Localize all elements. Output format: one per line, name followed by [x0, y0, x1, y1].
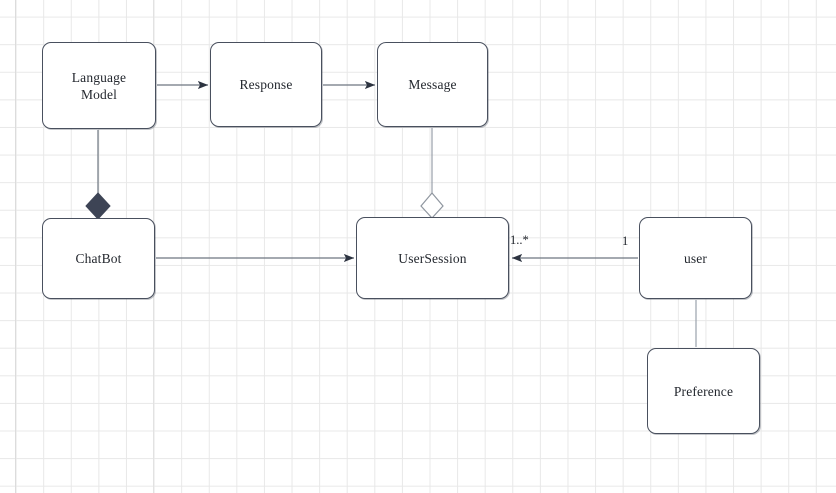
node-chatbot[interactable]: ChatBot — [42, 218, 155, 299]
edge-message-usersession — [420, 128, 444, 219]
node-label-chatbot: ChatBot — [75, 251, 122, 266]
node-user[interactable]: user — [639, 217, 752, 299]
node-message[interactable]: Message — [377, 42, 488, 127]
node-usersession[interactable]: UserSession — [356, 217, 509, 299]
node-label-preference: Preference — [673, 383, 734, 399]
node-label-user: user — [683, 250, 708, 266]
grid-line-vertical-accent — [15, 0, 16, 493]
edge-language-model-chatbot — [85, 130, 111, 220]
node-label-message: Message — [408, 77, 457, 92]
node-response[interactable]: Response — [210, 42, 322, 127]
node-preference[interactable]: Preference — [647, 348, 760, 434]
node-label-usersession: UserSession — [398, 250, 467, 266]
composition-diamond-icon — [85, 192, 111, 220]
node-label-language-model: Language Model — [71, 69, 127, 102]
multiplicity-label-user: 1 — [622, 234, 629, 248]
aggregation-diamond-icon — [420, 192, 444, 219]
node-language-model[interactable]: Language Model — [42, 42, 156, 129]
multiplicity-label-usersession: 1..* — [510, 233, 529, 247]
node-label-response: Response — [239, 77, 293, 92]
